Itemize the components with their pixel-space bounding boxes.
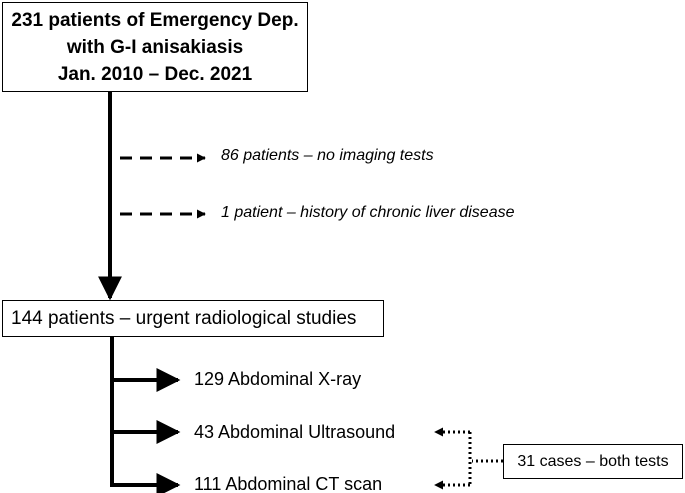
side-box-label: 31 cases – both tests	[517, 452, 669, 470]
middle-box-radiological-studies: 144 patients – urgent radiological studi…	[2, 300, 384, 337]
exclusion-label-liver-disease: 1 patient – history of chronic liver dis…	[221, 204, 515, 221]
top-box-line-2: with G-I anisakiasis	[66, 36, 244, 58]
top-box-line-1: 231 patients of Emergency Dep.	[11, 9, 299, 31]
exclusion-label-no-imaging: 86 patients – no imaging tests	[221, 147, 434, 164]
study-label-ultrasound: 43 Abdominal Ultrasound	[194, 422, 396, 442]
top-box-line-3: Jan. 2010 – Dec. 2021	[57, 63, 253, 85]
middle-box-label: 144 patients – urgent radiological studi…	[11, 307, 357, 329]
study-label-ct: 111 Abdominal CT scan	[194, 474, 383, 493]
study-label-xray: 129 Abdominal X-ray	[194, 369, 362, 389]
top-box-initial-cohort: 231 patients of Emergency Dep. with G-I …	[2, 2, 308, 92]
side-box-both-tests: 31 cases – both tests	[503, 444, 683, 479]
